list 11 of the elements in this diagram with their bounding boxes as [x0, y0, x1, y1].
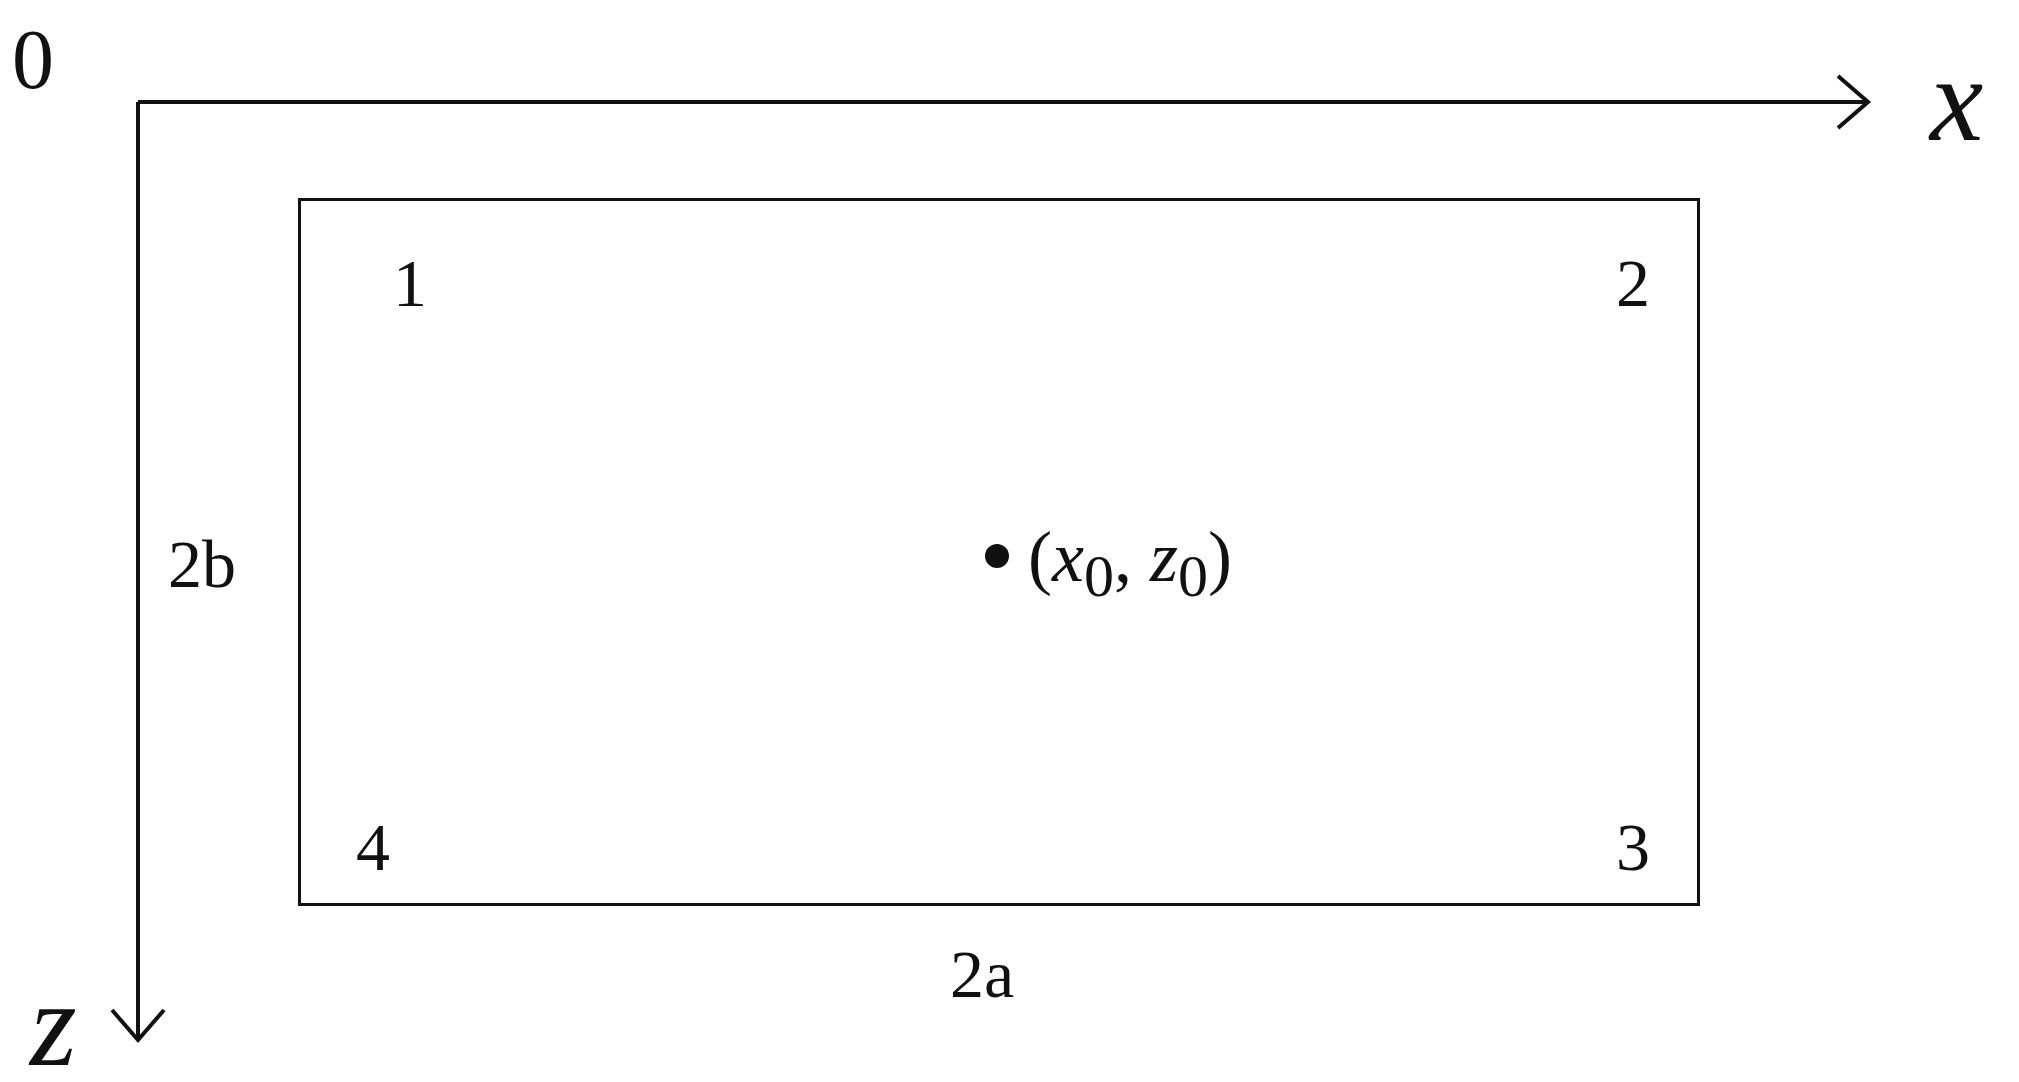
corner-number: 3 — [1616, 813, 1650, 881]
corner-number: 2 — [1616, 249, 1650, 317]
rectangle — [298, 198, 1700, 906]
dimension-label: 2b — [168, 530, 236, 598]
axis-label: x — [1930, 40, 1984, 160]
origin-label: 0 — [12, 18, 54, 102]
corner-number: 1 — [393, 249, 427, 317]
corner-number: 4 — [356, 813, 390, 881]
point-label: (x$_{0}$, z$_{0}$) — [1028, 521, 1232, 607]
dimension-label: 2a — [950, 940, 1015, 1008]
axis-label: z — [30, 965, 77, 1082]
